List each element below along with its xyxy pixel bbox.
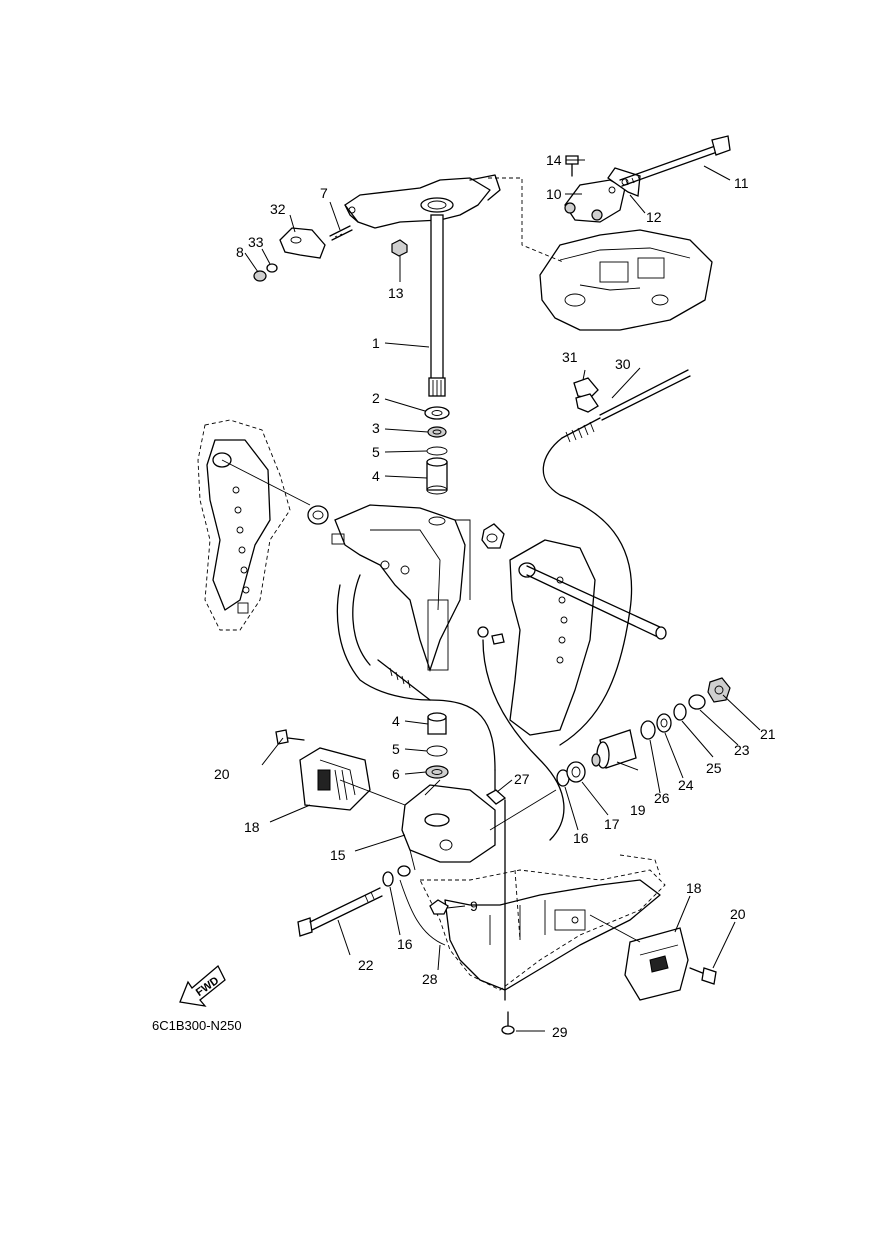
callout-2: 2 — [372, 390, 380, 406]
clamp-bracket-right — [509, 539, 596, 736]
washer-17 — [566, 761, 586, 783]
drawing-code: 6C1B300-N250 — [152, 1018, 242, 1033]
callout-31: 31 — [562, 349, 578, 365]
mount-cover-18-left — [299, 747, 371, 811]
callout-28: 28 — [422, 971, 438, 987]
callout-1: 1 — [372, 335, 380, 351]
callout-33: 33 — [248, 234, 264, 250]
bushing-left — [307, 505, 329, 525]
callout-25: 25 — [706, 760, 722, 776]
callout-19: 19 — [630, 802, 646, 818]
bushing-4-lower — [427, 712, 447, 735]
lower-mount-housing-15 — [401, 779, 496, 871]
cable-30 — [542, 369, 691, 746]
washer-6 — [425, 765, 449, 779]
bushing-4-upper — [426, 457, 448, 495]
callout-13: 13 — [388, 285, 404, 301]
clip-31 — [573, 377, 599, 413]
o-ring-5-lower — [426, 745, 448, 757]
bolt-20-left — [275, 729, 305, 745]
plate-12 — [607, 167, 641, 197]
bolt-20-right — [689, 967, 717, 985]
washer-25 — [673, 703, 687, 721]
callout-3: 3 — [372, 420, 380, 436]
steering-shaft — [428, 214, 446, 397]
nut-13 — [391, 239, 408, 257]
lower-bracket-28 — [419, 854, 666, 991]
callout-4: 4 — [392, 713, 400, 729]
callout-6: 6 — [392, 766, 400, 782]
tilt-tube — [526, 565, 667, 640]
clip-9 — [429, 899, 449, 915]
callout-16: 16 — [573, 830, 589, 846]
o-ring-5-upper — [426, 446, 448, 456]
bolt-7 — [329, 225, 353, 241]
nut-8 — [253, 270, 267, 282]
callout-22: 22 — [358, 957, 374, 973]
washer-24 — [656, 713, 672, 733]
steering-arm — [344, 174, 501, 229]
forward-arrow-icon: FWD — [179, 964, 226, 1007]
bolt-22 — [297, 887, 383, 937]
callout-10: 10 — [546, 186, 562, 202]
callout-4: 4 — [372, 468, 380, 484]
screw-29 — [501, 1011, 515, 1035]
callout-15: 15 — [330, 847, 346, 863]
callout-5: 5 — [392, 741, 400, 757]
upper-mount-housing — [539, 229, 713, 331]
callout-11: 11 — [734, 175, 749, 191]
callout-23: 23 — [734, 742, 750, 758]
leader-lines — [244, 159, 761, 1032]
callout-12: 12 — [646, 209, 662, 225]
bolt-14 — [565, 155, 579, 177]
callout-18: 18 — [244, 819, 260, 835]
callout-29: 29 — [552, 1024, 568, 1040]
callout-30: 30 — [615, 356, 631, 372]
callout-9: 9 — [470, 898, 478, 914]
bolt-11 — [619, 135, 731, 187]
bushing-right — [481, 523, 505, 549]
mount-10 — [564, 179, 626, 223]
ground-cable — [336, 574, 496, 771]
callout-8: 8 — [236, 244, 244, 260]
washer-2 — [424, 406, 450, 420]
callout-24: 24 — [678, 777, 694, 793]
grease-nipple-lower — [397, 865, 411, 877]
clamp-bracket-left — [197, 419, 291, 631]
callout-26: 26 — [654, 790, 670, 806]
bracket-32 — [279, 227, 326, 259]
callout-5: 5 — [372, 444, 380, 460]
callout-32: 32 — [270, 201, 286, 217]
swivel-bracket — [331, 504, 466, 673]
callout-20: 20 — [730, 906, 746, 922]
callout-14: 14 — [546, 152, 562, 168]
clip-27 — [485, 789, 507, 805]
grease-nipple — [477, 626, 505, 645]
callout-27: 27 — [514, 771, 530, 787]
mount-cover-18-right — [624, 927, 689, 1001]
mount-rubber-19 — [591, 729, 637, 769]
callout-21: 21 — [760, 726, 776, 742]
callout-labels: 1 2 3 4 4 5 5 6 7 8 9 10 11 12 13 14 15 … — [214, 152, 776, 1040]
callout-16: 16 — [397, 936, 413, 952]
callout-20: 20 — [214, 766, 230, 782]
callout-7: 7 — [320, 185, 328, 201]
callout-17: 17 — [604, 816, 620, 832]
collar-16-left — [382, 871, 394, 887]
washer-26 — [640, 720, 656, 740]
washer-33 — [266, 263, 278, 273]
callout-18: 18 — [686, 880, 702, 896]
washer-23 — [688, 694, 706, 710]
bushing-3 — [427, 426, 447, 438]
